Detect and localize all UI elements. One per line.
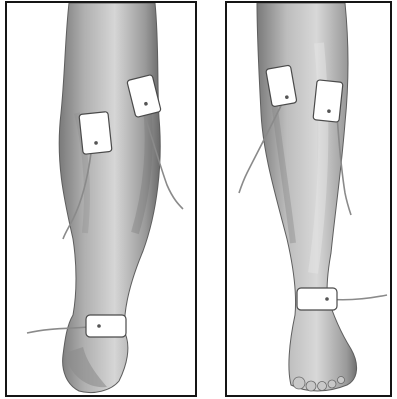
electrode-pad-mid-calf bbox=[79, 112, 112, 155]
electrode-pad-upper-shin-right bbox=[313, 80, 343, 122]
leg-front-silhouette bbox=[257, 3, 357, 391]
electrode-pad-ankle bbox=[297, 288, 337, 310]
electrode-pad-ankle bbox=[86, 315, 126, 337]
leg-front-view-illustration bbox=[227, 3, 390, 395]
leg-front-view-panel bbox=[225, 1, 392, 397]
leg-back-view-panel bbox=[5, 1, 197, 397]
leg-back-view-illustration bbox=[7, 3, 195, 395]
